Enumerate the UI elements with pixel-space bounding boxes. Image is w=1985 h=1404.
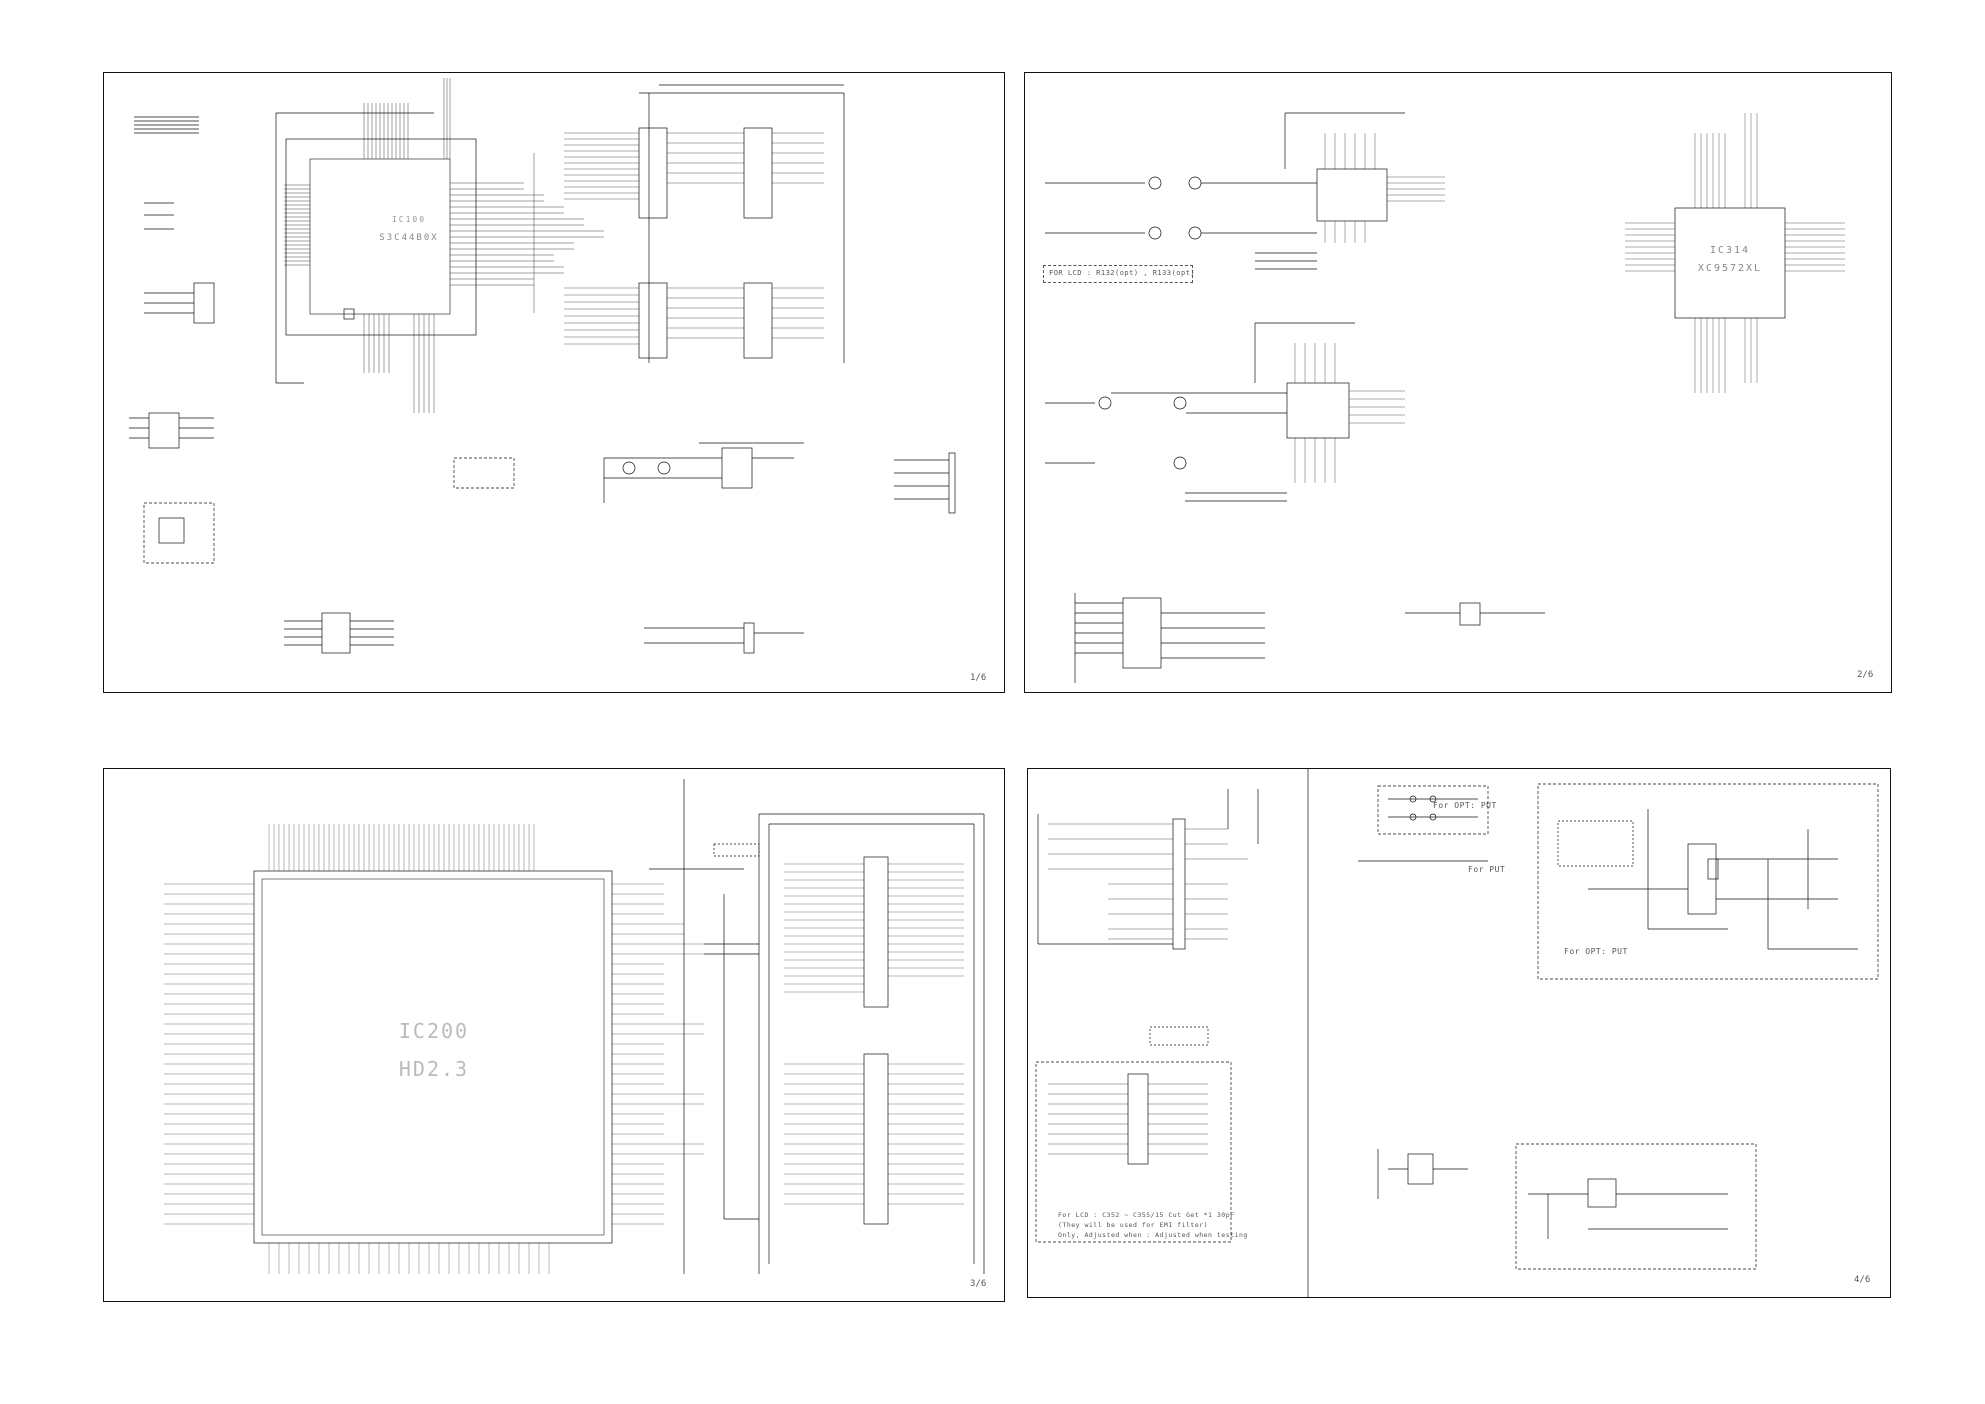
sheet-2-wiring	[1045, 112, 1845, 683]
schematic-sheet-4: For OPT: PUT For PUT For OPT: PUT For LC…	[1027, 768, 1891, 1298]
schematic-sheet-3: IC200 HD2.3 3/6	[103, 768, 1005, 1302]
schematic-sheet-1: IC100 S3C44B0X 1/6	[103, 72, 1005, 693]
opt-note-1: For OPT: PUT	[1433, 801, 1497, 810]
ic100-part-label: S3C44B0X	[379, 233, 439, 243]
ic100-ref-label: IC100	[391, 215, 427, 224]
lcd-option-box	[1043, 265, 1193, 283]
adjust-note: Only, Adjusted when : Adjusted when test…	[1058, 1231, 1248, 1239]
page-number: 2/6	[1857, 670, 1874, 680]
page-number: 1/6	[970, 673, 987, 683]
sheet-4-wiring	[1035, 769, 1879, 1297]
sheet-3-wiring	[164, 779, 985, 1274]
ic314-ref-label: IC314	[1709, 245, 1751, 256]
sheet-1-wiring	[129, 78, 956, 654]
opt-note-2: For PUT	[1468, 865, 1506, 874]
page-number: 3/6	[970, 1279, 987, 1289]
ic200-ref-label: IC200	[398, 1019, 470, 1043]
emi-note: (They will be used for EMI filter)	[1058, 1221, 1209, 1229]
lcd-cap-note: For LCD : C352 ~ C355/15 Cut Get *1 30pF	[1058, 1211, 1235, 1219]
ic314-part-label: XC9572XL	[1697, 263, 1763, 274]
schematic-sheet-2: FOR LCD : R132(opt) , R133(opt) IC314 XC…	[1024, 72, 1892, 693]
opt-note-3: For OPT: PUT	[1564, 947, 1628, 956]
page-number: 4/6	[1854, 1275, 1871, 1285]
lcd-option-note: FOR LCD : R132(opt) , R133(opt)	[1049, 269, 1196, 277]
ic200-part-label: HD2.3	[398, 1057, 470, 1081]
